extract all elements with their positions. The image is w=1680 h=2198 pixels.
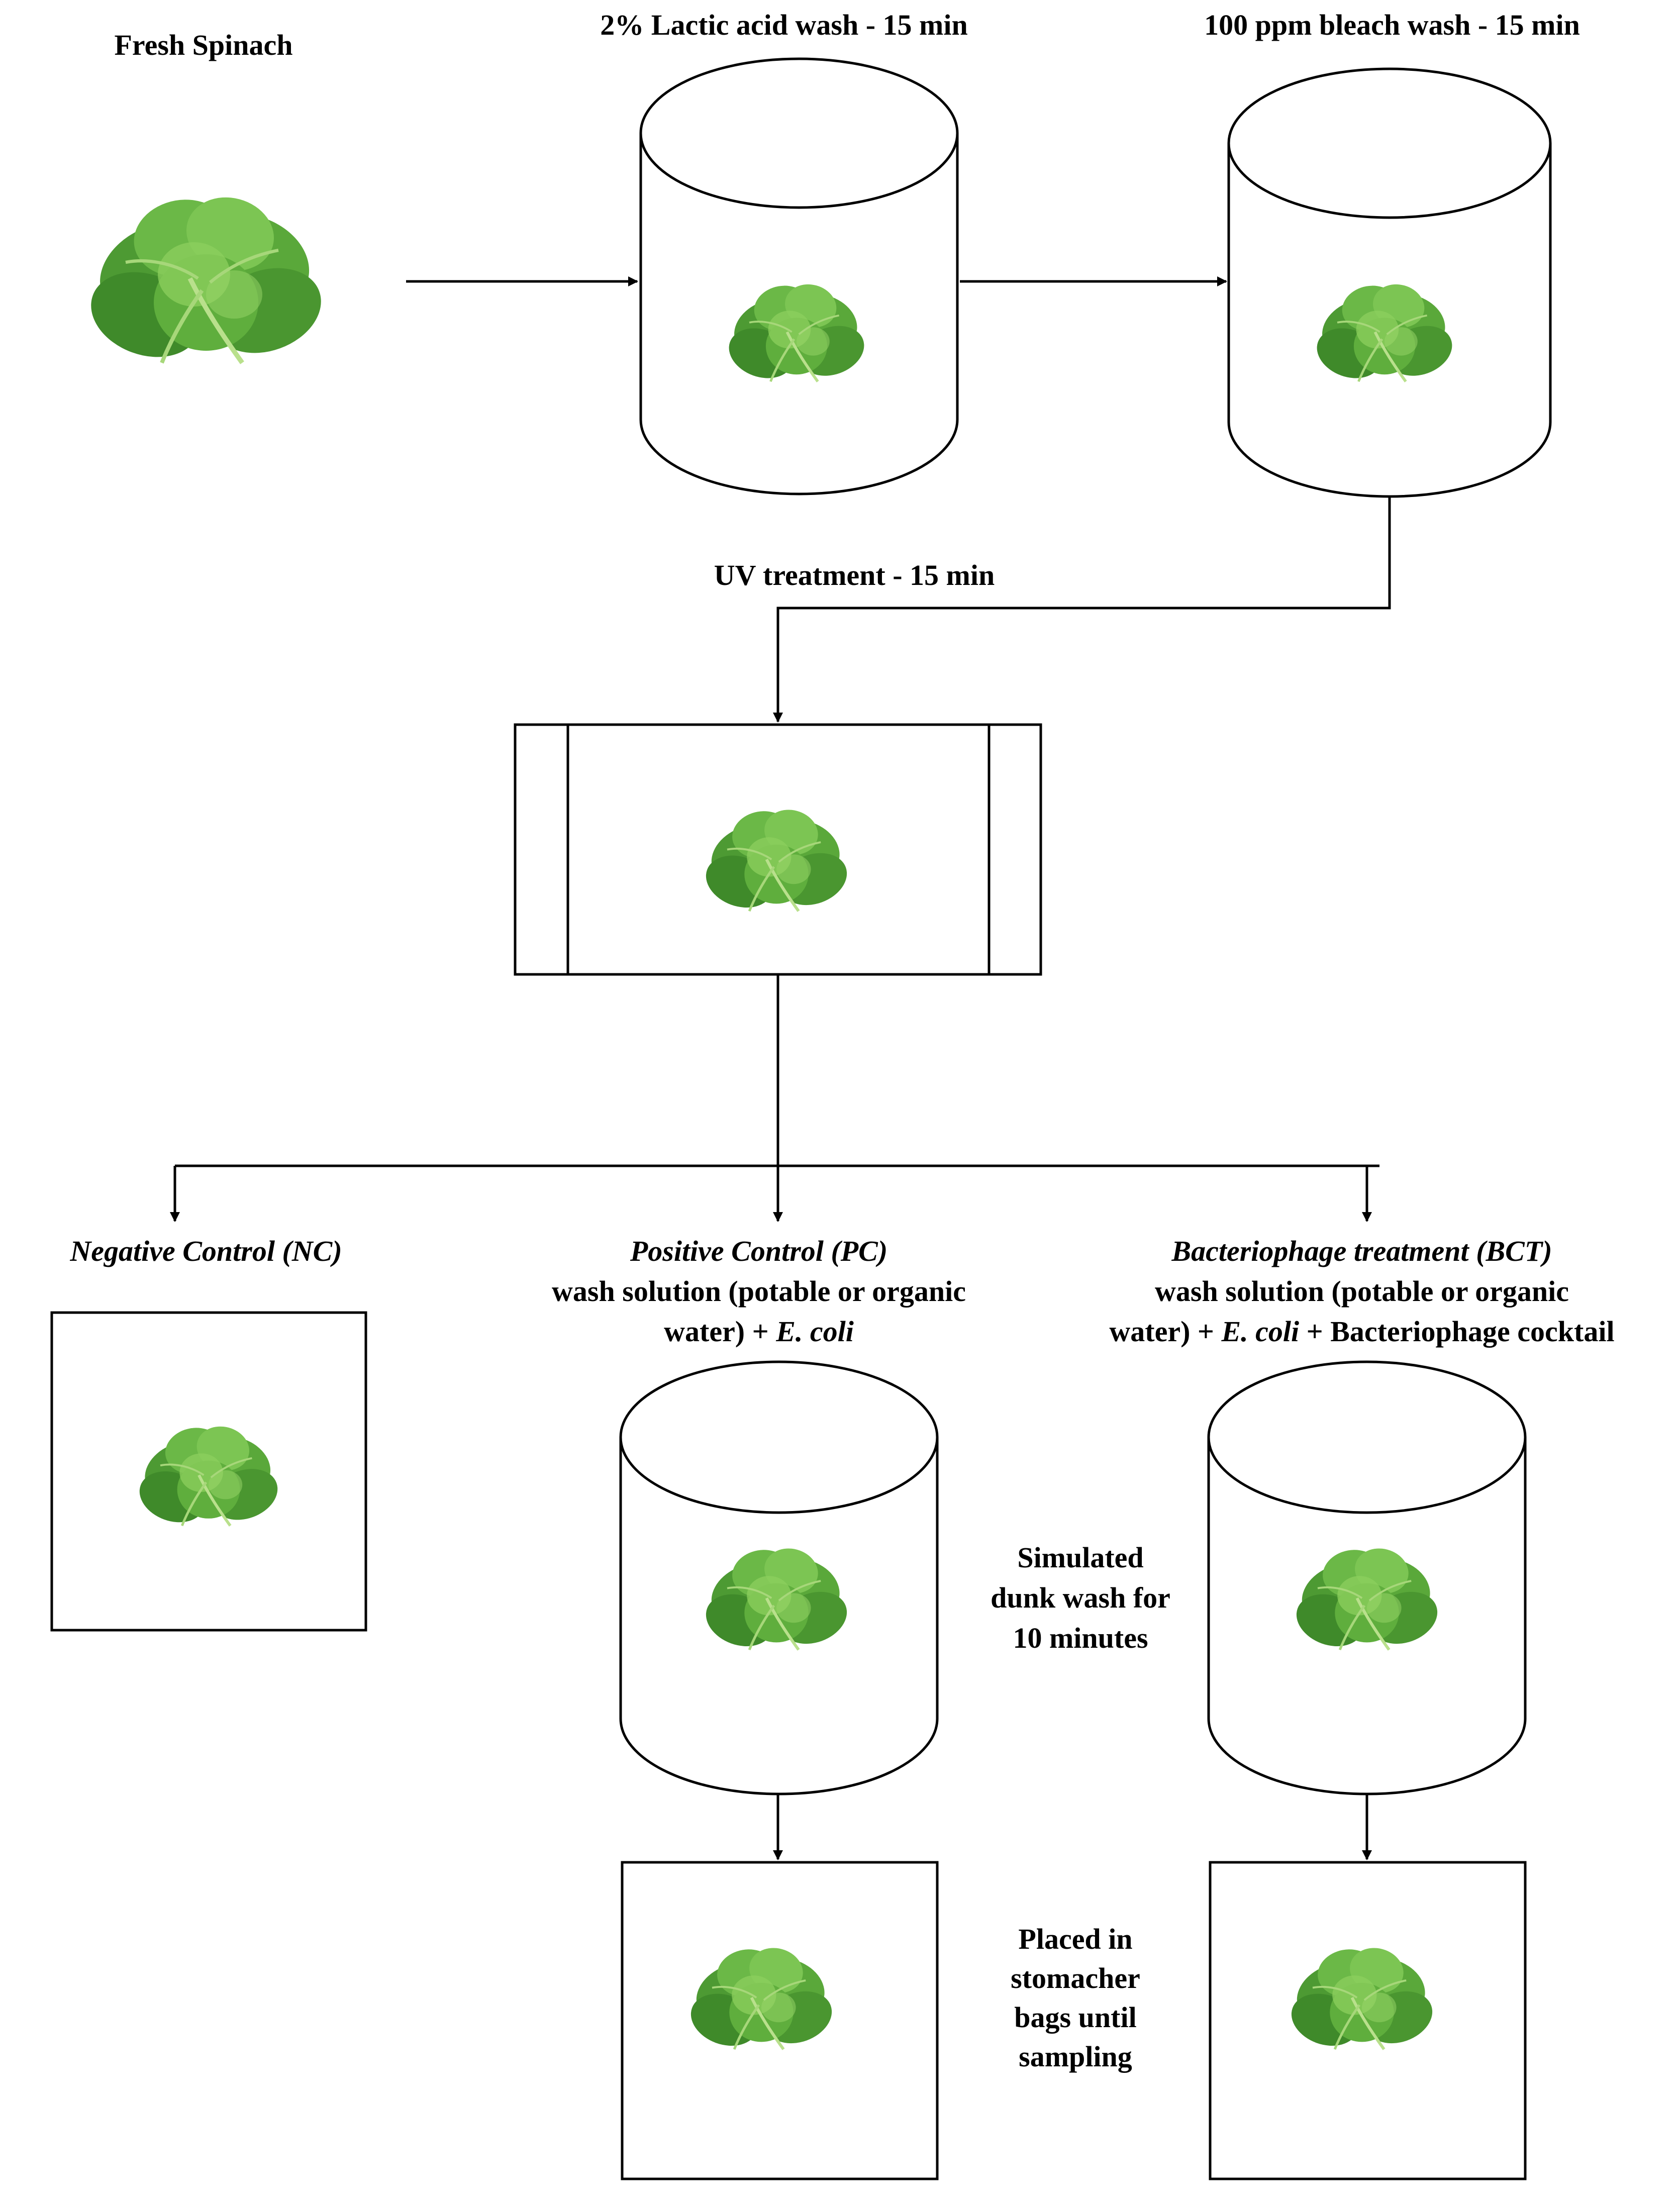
label-dunk-line3: 10 minutes [1013, 1622, 1148, 1654]
label-lactic-wash: 2% Lactic acid wash - 15 min [600, 9, 968, 41]
label-stomacher-line1: Placed in [1018, 1923, 1133, 1955]
bct-dunk-container [1207, 1360, 1527, 1795]
label-positive-control: Positive Control (PC) [630, 1235, 888, 1267]
label-bct-ecoli: E. coli [1221, 1315, 1300, 1348]
label-bct-line1: wash solution (potable or organic [1155, 1275, 1569, 1308]
arrow-bleach-to-uv [773, 497, 1391, 723]
label-pc-ecoli: E. coli [776, 1315, 854, 1348]
label-stomacher: Placed in stomacher bags until sampling [945, 1920, 1206, 2076]
label-positive-control-block: Positive Control (PC) wash solution (pot… [482, 1231, 1035, 1352]
label-uv-treatment: UV treatment - 15 min [714, 559, 995, 591]
nc-box [50, 1311, 367, 1632]
pc-dunk-container [619, 1360, 939, 1795]
spinach-bleach-icon [1310, 279, 1459, 387]
spinach-bct-bag-icon [1284, 1942, 1439, 2055]
label-negative-control: Negative Control (NC) [70, 1235, 342, 1267]
label-dunk-line1: Simulated [1017, 1541, 1144, 1574]
label-dunk-wash: Simulated dunk wash for 10 minutes [945, 1538, 1216, 1658]
label-bct-line2-a: water) + [1109, 1315, 1222, 1348]
bleach-wash-container [1227, 67, 1552, 498]
label-bct-line2: water) + E. coli + Bacteriophage cocktai… [1045, 1312, 1678, 1352]
spinach-lactic-icon [722, 279, 871, 387]
label-bct-line2-c: + Bacteriophage cocktail [1299, 1315, 1615, 1348]
spinach-bct-icon [1289, 1543, 1444, 1655]
label-bacteriophage-treatment: Bacteriophage treatment (BCT) [1171, 1235, 1552, 1267]
label-bacteriophage-block: Bacteriophage treatment (BCT) wash solut… [1045, 1231, 1678, 1352]
pc-bag-box [621, 1861, 939, 2180]
label-stomacher-line2: stomacher [1011, 1962, 1140, 1994]
lactic-wash-container [639, 57, 959, 495]
label-fresh-spinach: Fresh Spinach [114, 29, 293, 61]
label-pc-line1: wash solution (potable or organic [552, 1275, 966, 1308]
spinach-fresh-icon [79, 188, 333, 372]
spinach-nc-icon [132, 1421, 284, 1531]
spinach-uv-icon [699, 804, 854, 917]
spinach-pc-bag-icon [683, 1942, 839, 2055]
label-pc-line2: water) + E. coli [482, 1312, 1035, 1352]
label-stomacher-line4: sampling [1019, 2040, 1132, 2073]
label-bleach-wash: 100 ppm bleach wash - 15 min [1204, 9, 1580, 41]
spinach-pc-icon [699, 1543, 854, 1655]
label-dunk-line2: dunk wash for [991, 1581, 1170, 1614]
label-pc-line2-a: water) + [664, 1315, 776, 1348]
label-stomacher-line3: bags until [1014, 2001, 1137, 2034]
bct-bag-box [1209, 1861, 1527, 2180]
